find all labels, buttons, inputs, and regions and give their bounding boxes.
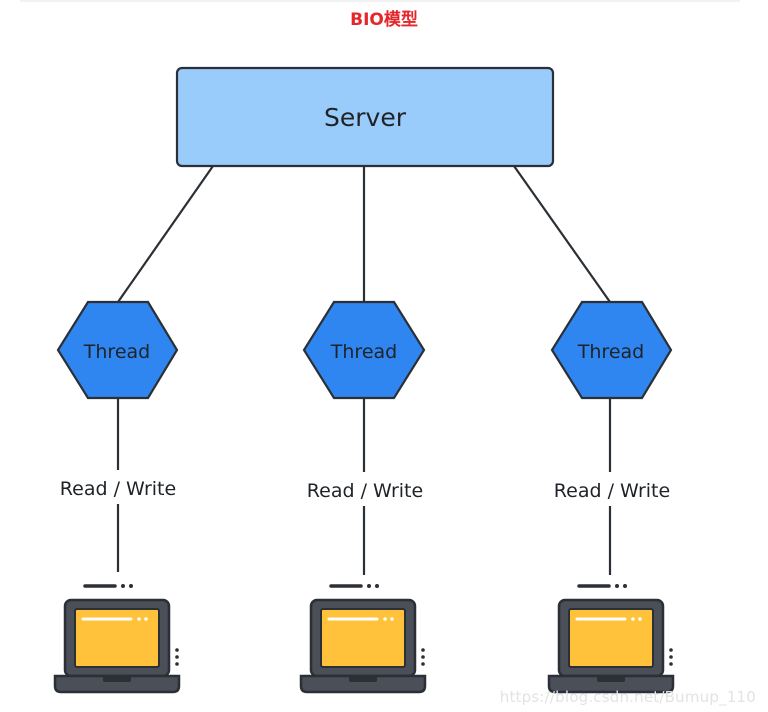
thread-node-3: Thread [550, 300, 673, 400]
read-write-label-1: Read / Write [60, 478, 176, 500]
client-1 [53, 582, 181, 694]
thread-node-1: Thread [56, 300, 179, 400]
watermark: https://blog.csdn.net/Bumup_110 [499, 688, 756, 706]
laptop-icon [53, 582, 181, 694]
thread-node-2: Thread [302, 300, 426, 400]
thread-client-connectors [116, 398, 612, 575]
laptop-icon [299, 582, 427, 694]
client-2 [299, 582, 427, 694]
server-label: Server [324, 103, 407, 132]
page-title: BIO模型 [350, 10, 418, 30]
thread-label: Thread [330, 341, 397, 363]
read-write-label-3: Read / Write [554, 480, 670, 502]
thread-hexagon [302, 300, 426, 400]
server-node: Server [175, 66, 555, 168]
read-write-label-2: Read / Write [307, 480, 423, 502]
thread-hexagon [550, 300, 673, 400]
laptop-icon [547, 582, 675, 694]
thread-label: Thread [577, 341, 644, 363]
connector-server-thread-1 [117, 165, 214, 303]
server-thread-connectors [117, 165, 611, 303]
client-3 [547, 582, 675, 694]
thread-hexagon [56, 300, 179, 400]
thread-label: Thread [83, 341, 150, 363]
server-box [175, 66, 555, 168]
connector-server-thread-3 [513, 165, 611, 303]
